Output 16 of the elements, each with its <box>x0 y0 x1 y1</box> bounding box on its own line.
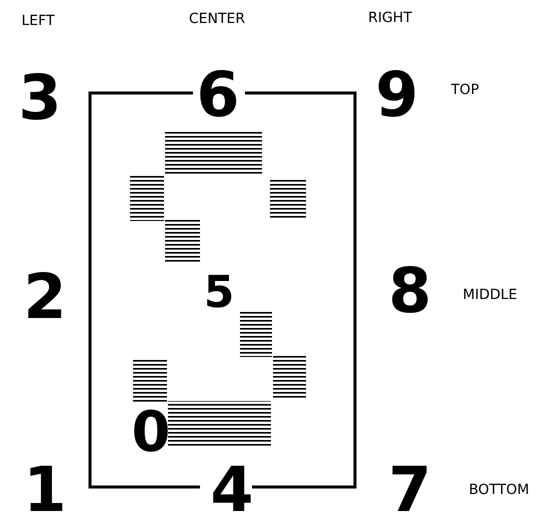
position-number: 4 <box>210 459 254 516</box>
position-number: 0 <box>132 405 170 461</box>
position-number: 2 <box>23 266 67 328</box>
position-number: 3 <box>18 67 62 129</box>
axis-label: RIGHT <box>368 11 412 25</box>
position-number: 6 <box>196 64 240 126</box>
axis-label: MIDDLE <box>462 288 518 302</box>
position-number: 9 <box>375 64 419 126</box>
position-number: 1 <box>23 459 67 516</box>
position-number: 5 <box>204 271 234 315</box>
position-number: 8 <box>388 260 432 322</box>
position-number: 7 <box>388 459 432 516</box>
axis-label: TOP <box>451 83 479 97</box>
axis-label: LEFT <box>22 14 54 28</box>
axis-label: CENTER <box>188 12 246 26</box>
axis-label: BOTTOM <box>468 483 530 497</box>
